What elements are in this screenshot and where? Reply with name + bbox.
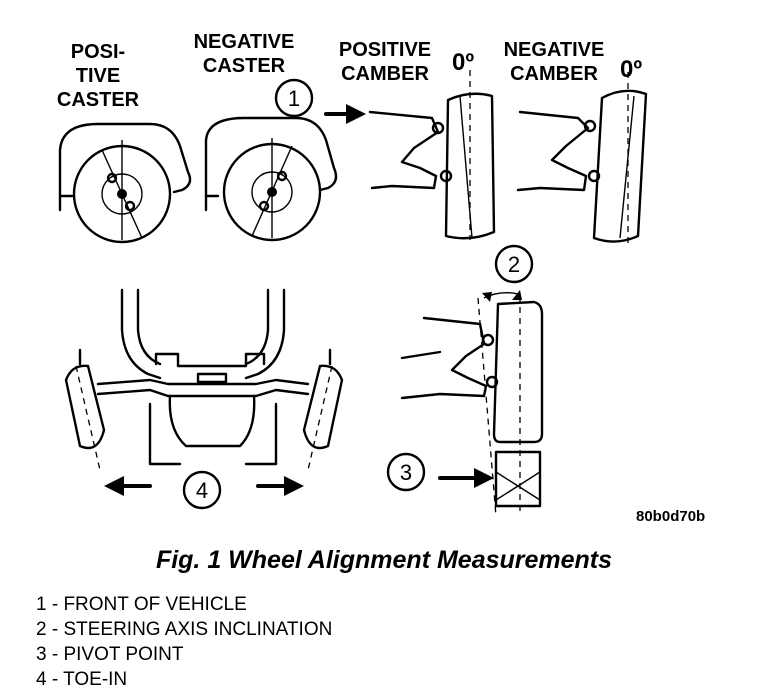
steering-axis-inclination-illustration [400,290,544,517]
zero-degree-label: 0º [620,56,642,83]
svg-text:3: 3 [400,460,412,485]
svg-text:POSI-: POSI- [71,41,125,63]
figure-caption: Fig. 1 Wheel Alignment Measurements [155,546,613,574]
legend: 1 - FRONT OF VEHICLE 2 - STEERING AXIS I… [36,592,332,692]
callout-1: 1 [274,78,314,118]
toe-in-chassis-illustration [64,288,344,471]
callout-2: 2 [494,244,534,284]
callout-3: 3 [386,452,426,492]
toe-in-arrow-right [256,476,304,496]
toe-in-arrow-left [104,476,152,496]
svg-text:4: 4 [196,478,208,503]
legend-item: 4 - TOE-IN [36,669,128,690]
negative-camber-illustration [516,72,648,244]
pivot-point-arrow [438,468,494,488]
positive-camber-illustration [368,70,496,240]
legend-item: 2 - STEERING AXIS INCLINATION [36,619,333,640]
positive-caster-illustration [58,122,192,244]
svg-text:CAMBER: CAMBER [341,63,429,85]
svg-text:CAMBER: CAMBER [510,63,598,85]
front-arrow [324,104,366,124]
svg-text:CASTER: CASTER [203,55,286,77]
negative-camber-label: NEGATIVE CAMBER [504,39,605,85]
figure-code: 80b0d70b [636,508,705,525]
legend-item: 1 - FRONT OF VEHICLE [36,594,247,615]
svg-text:1: 1 [288,86,300,111]
svg-text:TIVE: TIVE [76,65,120,87]
negative-caster-illustration [204,116,338,242]
zero-degree-label: 0º [452,49,474,76]
legend-item: 3 - PIVOT POINT [36,644,184,665]
wheel-alignment-diagram: POSI- TIVE CASTER NEGATIVE CASTER POSITI… [57,31,705,525]
svg-text:NEGATIVE: NEGATIVE [504,39,605,61]
positive-camber-label: POSITIVE CAMBER [339,39,431,85]
callout-4: 4 [182,470,222,510]
svg-text:POSITIVE: POSITIVE [339,39,431,61]
negative-caster-label: NEGATIVE CASTER [194,31,295,77]
positive-caster-label: POSI- TIVE CASTER [57,41,140,111]
svg-text:NEGATIVE: NEGATIVE [194,31,295,53]
svg-text:CASTER: CASTER [57,89,140,111]
svg-text:2: 2 [508,252,520,277]
